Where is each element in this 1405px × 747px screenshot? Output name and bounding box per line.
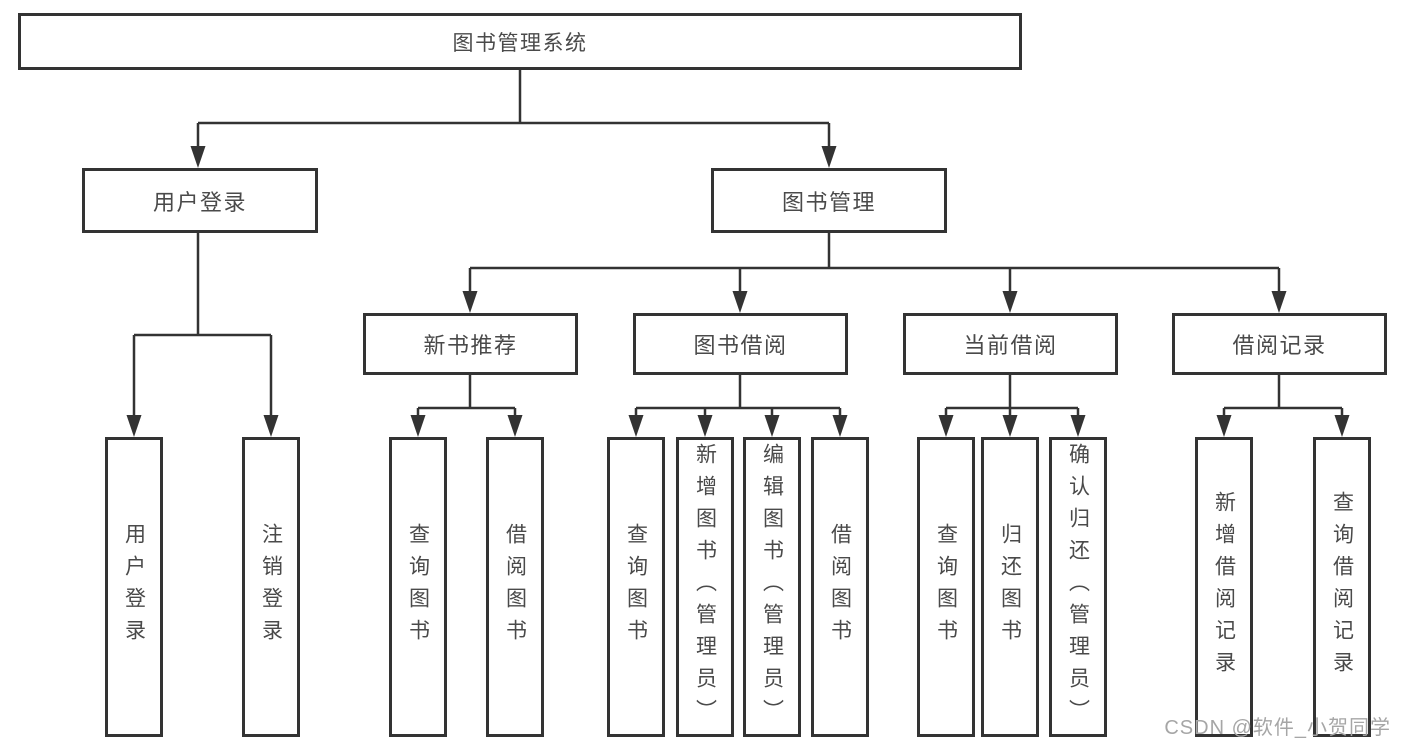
leaf-query-book-current: 查询图书 [917,437,975,737]
node-new-book-recommend-label: 新书推荐 [423,333,518,358]
leaf-confirm-return-admin-label: 确认归还（管理员） [1066,443,1090,731]
leaf-query-book-current-label: 查询图书 [934,523,958,651]
leaf-confirm-return-admin: 确认归还（管理员） [1049,437,1107,737]
leaf-logout-label: 注销登录 [259,523,283,651]
leaf-query-book-borrowing: 查询图书 [607,437,665,737]
leaf-query-book-recommend-label: 查询图书 [406,523,430,651]
leaf-query-book-borrowing-label: 查询图书 [624,523,648,651]
node-book-management-label: 图书管理 [781,189,876,215]
leaf-query-book-recommend: 查询图书 [389,437,447,737]
node-user-login: 用户登录 [82,168,318,233]
leaf-user-login: 用户登录 [105,437,163,737]
leaf-query-borrow-record-label: 查询借阅记录 [1330,491,1354,683]
leaf-edit-book-admin-label: 编辑图书（管理员） [760,443,784,731]
leaf-add-borrow-record-label: 新增借阅记录 [1212,491,1236,683]
leaf-user-login-label: 用户登录 [122,523,146,651]
csdn-watermark: CSDN @软件_小贺同学 [1164,717,1391,739]
node-user-login-label: 用户登录 [152,189,247,215]
leaf-borrow-book-borrowing-label: 借阅图书 [828,523,852,651]
node-root-system: 图书管理系统 [18,13,1022,70]
leaf-edit-book-admin: 编辑图书（管理员） [743,437,801,737]
leaf-add-borrow-record: 新增借阅记录 [1195,437,1253,737]
leaf-add-book-admin: 新增图书（管理员） [676,437,734,737]
leaf-return-book-label: 归还图书 [998,523,1022,651]
node-root-system-label: 图书管理系统 [452,31,588,55]
node-book-management: 图书管理 [711,168,947,233]
leaf-add-book-admin-label: 新增图书（管理员） [693,443,717,731]
leaf-borrow-book-recommend: 借阅图书 [486,437,544,737]
node-book-borrowing: 图书借阅 [633,313,848,375]
node-borrow-records: 借阅记录 [1172,313,1387,375]
node-current-borrowing: 当前借阅 [903,313,1118,375]
leaf-logout: 注销登录 [242,437,300,737]
leaf-return-book: 归还图书 [981,437,1039,737]
node-borrow-records-label: 借阅记录 [1232,333,1327,358]
leaf-borrow-book-borrowing: 借阅图书 [811,437,869,737]
node-book-borrowing-label: 图书借阅 [693,333,788,358]
node-new-book-recommend: 新书推荐 [363,313,578,375]
leaf-borrow-book-recommend-label: 借阅图书 [503,523,527,651]
leaf-query-borrow-record: 查询借阅记录 [1313,437,1371,737]
node-current-borrowing-label: 当前借阅 [963,333,1058,358]
